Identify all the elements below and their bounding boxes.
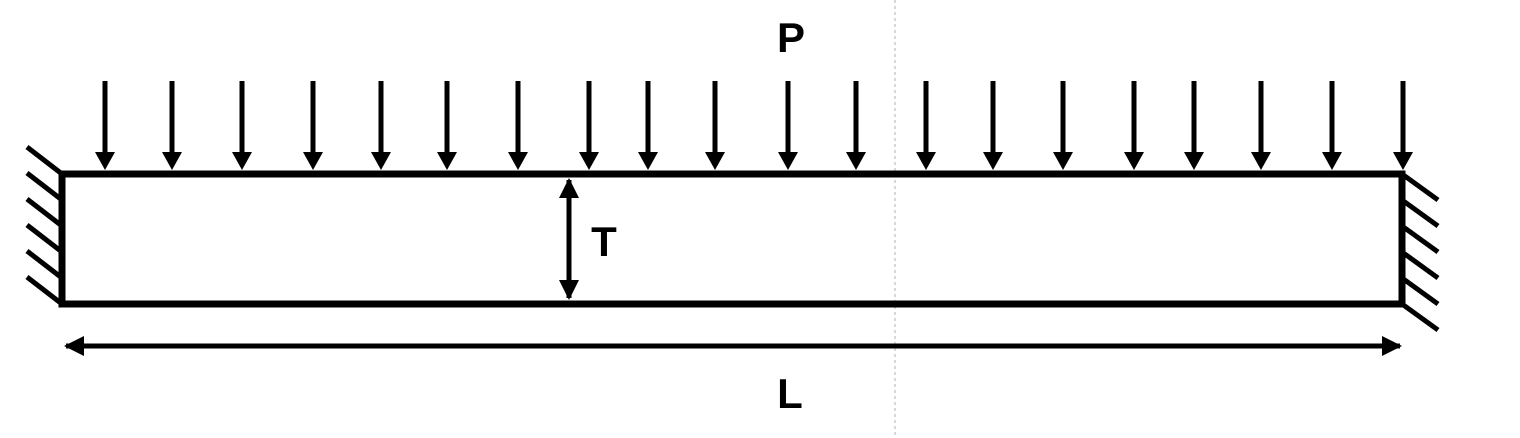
load-arrow [579, 81, 599, 170]
right-fixed-support [1400, 171, 1440, 333]
load-arrow [983, 81, 1003, 170]
load-arrow [1053, 81, 1073, 170]
load-arrow [1184, 81, 1204, 170]
load-arrow [162, 81, 182, 170]
load-arrow [232, 81, 252, 170]
load-arrow [1124, 81, 1144, 170]
load-arrow [846, 81, 866, 170]
load-arrow [95, 81, 115, 170]
load-arrow [1393, 81, 1413, 170]
thickness-label: T [591, 218, 617, 265]
load-arrow [638, 81, 658, 170]
load-arrow [778, 81, 798, 170]
load-arrow [508, 81, 528, 170]
load-arrow [371, 81, 391, 170]
load-arrow [303, 81, 323, 170]
distributed-load-arrows [95, 81, 1413, 170]
left-fixed-support [25, 145, 64, 306]
load-arrow [437, 81, 457, 170]
load-arrow [705, 81, 725, 170]
length-label: L [777, 370, 803, 417]
load-arrow [916, 81, 936, 170]
load-label: P [777, 14, 805, 61]
load-arrow [1251, 81, 1271, 170]
beam-body [58, 170, 1406, 308]
load-arrow [1322, 81, 1342, 170]
